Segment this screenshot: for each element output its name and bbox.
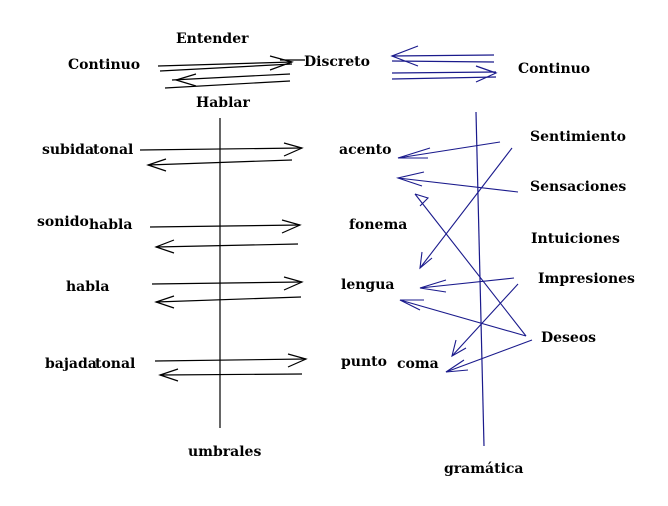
label-hablar: Hablar — [196, 95, 250, 111]
label-fonema: fonema — [349, 217, 407, 233]
label-acento: acento — [339, 142, 392, 158]
label-habla-1: habla — [89, 217, 132, 233]
label-deseos: Deseos — [541, 330, 596, 346]
label-continuo-right: Continuo — [518, 61, 590, 77]
label-bajada: bajada — [45, 356, 97, 372]
label-habla-2: habla — [66, 279, 109, 295]
label-gramatica: gramática — [444, 461, 524, 477]
label-sonido: sonido — [37, 214, 89, 230]
label-discreto: Discreto — [304, 54, 370, 70]
label-tonal-2: tonal — [95, 356, 135, 372]
right-vertical-axis — [475, 111, 485, 447]
right-blue-arrows — [395, 141, 533, 373]
left-arrow-pairs — [139, 142, 308, 382]
label-lengua: lengua — [341, 277, 394, 293]
label-umbrales: umbrales — [188, 444, 261, 460]
label-impresiones: Impresiones — [538, 271, 635, 287]
label-sentimiento: Sentimiento — [530, 129, 626, 145]
label-intuiciones: Intuiciones — [531, 231, 620, 247]
label-sensaciones: Sensaciones — [530, 179, 626, 195]
top-left-arrows — [157, 55, 305, 89]
top-right-arrows — [390, 45, 498, 83]
label-punto: punto — [341, 354, 387, 370]
label-subida: subida — [42, 142, 94, 158]
label-tonal-1: tonal — [93, 142, 133, 158]
label-entender: Entender — [176, 31, 249, 47]
label-coma: coma — [397, 356, 439, 372]
label-continuo-left: Continuo — [68, 57, 140, 73]
